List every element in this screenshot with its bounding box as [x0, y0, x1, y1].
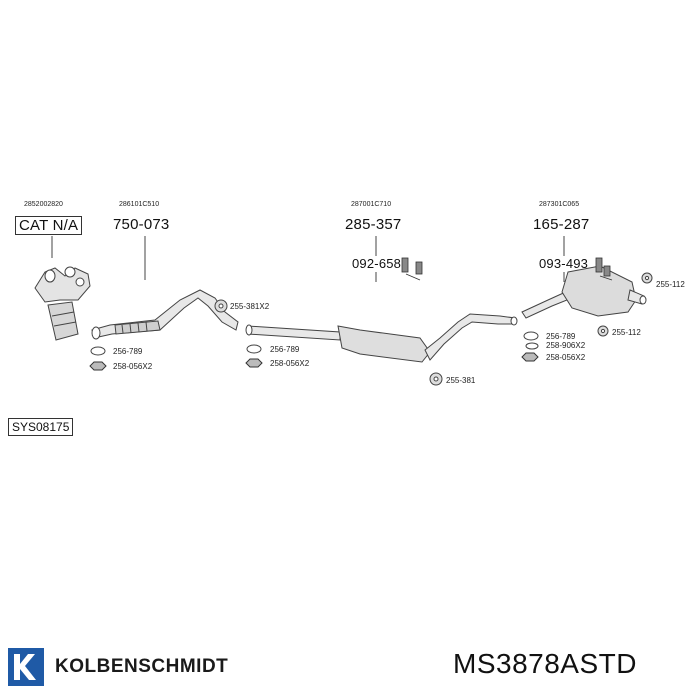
fitting-label: 255-381X2 — [230, 302, 270, 311]
fitting-label: 258-056X2 — [546, 353, 586, 362]
brand-name: KOLBENSCHMIDT — [55, 656, 229, 677]
middle-hanger-icon — [401, 257, 423, 281]
front-pipe-shape — [91, 289, 239, 340]
rear-oem-number: 287301C065 — [539, 201, 580, 208]
fitting-label: 255-381 — [446, 376, 476, 385]
rear-hanger-part-number[interactable]: 093-493 — [539, 256, 589, 271]
rubber-mount-icon — [597, 325, 609, 337]
gasket-icon — [246, 344, 262, 354]
rubber-mount-icon — [214, 299, 228, 313]
article-number: MS3878ASTD — [453, 648, 637, 679]
rear-part-number[interactable]: 165-287 — [533, 216, 590, 233]
cat-oem-number: 2852002820 — [24, 201, 63, 208]
middle-oem-number: 287001C710 — [351, 201, 392, 208]
gasket-icon — [90, 346, 106, 356]
front-pipe-oem-number: 286101C510 — [119, 201, 160, 208]
fitting-label: 255-112 — [656, 280, 685, 289]
system-code: SYS08175 — [8, 418, 74, 436]
ks-logo-icon — [8, 648, 44, 686]
fitting-label: 255-112 — [612, 328, 641, 337]
rubber-mount-icon — [641, 272, 653, 284]
fitting-label: 256-789 — [270, 345, 300, 354]
fitting-label: 256-789 — [113, 347, 143, 356]
gasket-icon — [523, 331, 539, 341]
fitting-label: 256-789 — [546, 332, 576, 341]
clamp-icon — [525, 342, 539, 350]
fitting-label: 258-056X2 — [270, 359, 310, 368]
fitting-label: 258-906X2 — [546, 341, 586, 350]
middle-hanger-part-number[interactable]: 092-658 — [352, 256, 402, 271]
catalytic-converter-shape — [34, 266, 91, 341]
middle-part-number[interactable]: 285-357 — [345, 216, 402, 233]
nut-icon — [89, 361, 107, 371]
rubber-mount-icon — [429, 372, 443, 386]
nut-icon — [245, 358, 263, 368]
front-pipe-part-number[interactable]: 750-073 — [113, 216, 170, 233]
nut-icon — [521, 352, 539, 362]
middle-muffler-shape — [245, 313, 518, 363]
rear-hanger-icon — [595, 257, 613, 281]
cat-part-number[interactable]: CAT N/A — [15, 216, 83, 235]
fitting-label: 258-056X2 — [113, 362, 153, 371]
rear-muffler-shape — [521, 265, 647, 319]
